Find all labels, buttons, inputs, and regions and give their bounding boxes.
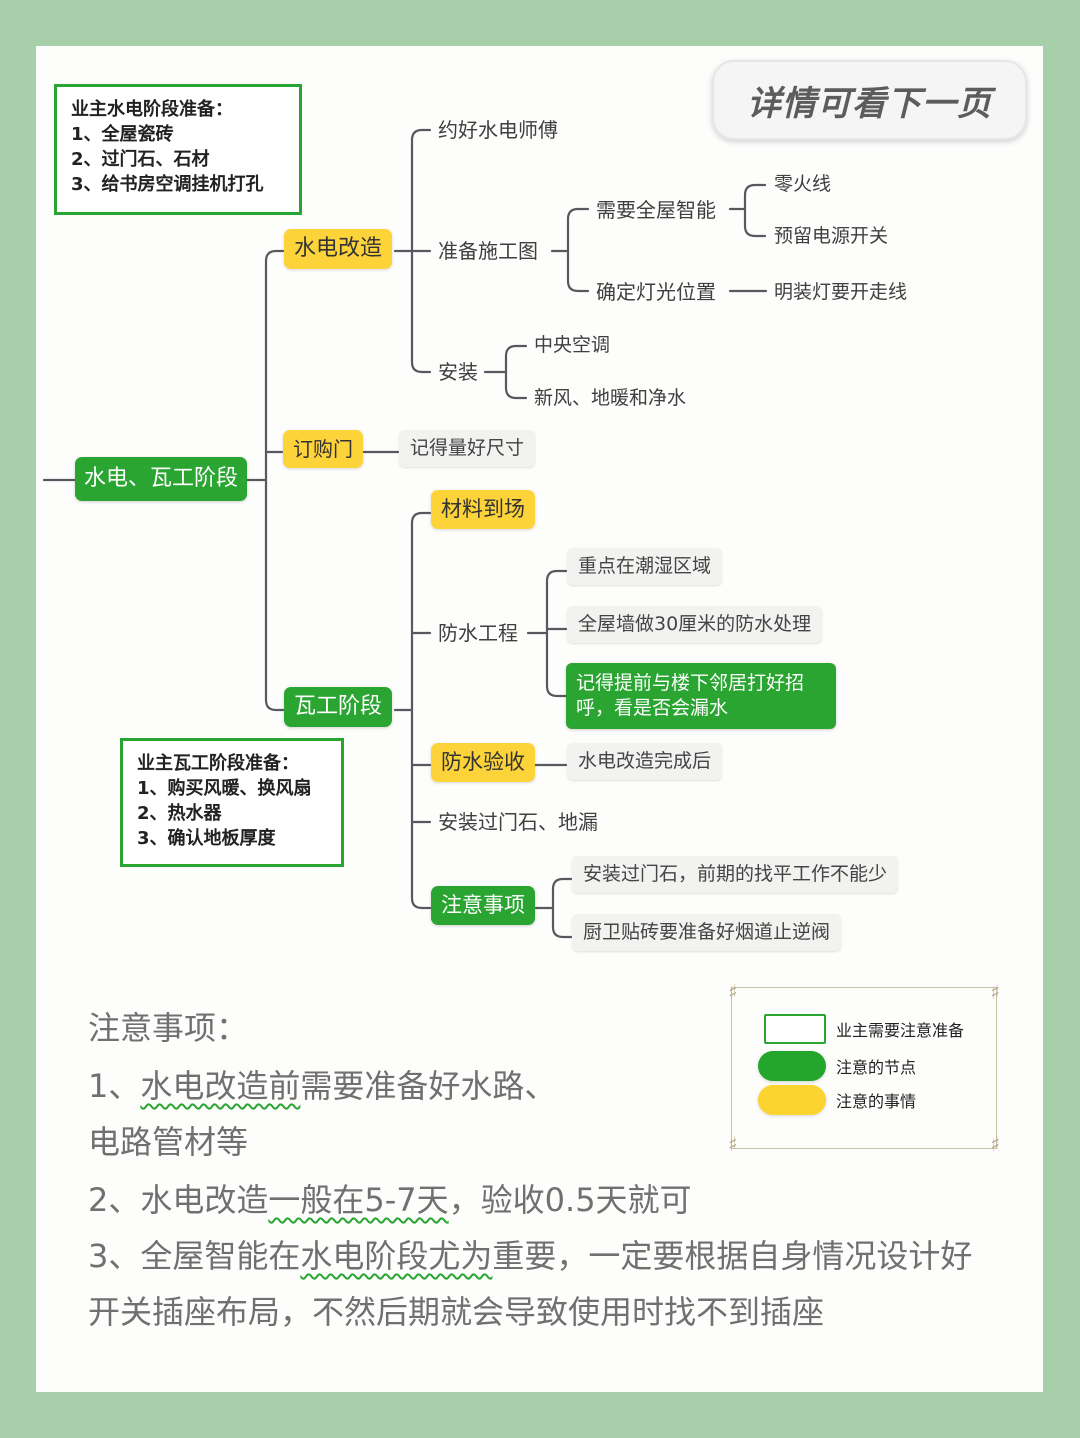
legend-swatch-owner [764, 1014, 826, 1044]
notes-line-1: 1、水电改造前需要准备好水路、 [88, 1070, 556, 1102]
node-wp-neighbor: 记得提前与楼下邻居打好招呼，看是否会漏水 [566, 663, 836, 729]
owner-prep-tiling-box: 业主瓦工阶段准备： 1、购买风暖、换风扇 2、热水器 3、确认地板厚度 [120, 738, 344, 867]
owner-prep-plumbing-title: 业主水电阶段准备： [71, 99, 233, 120]
notes-line-2: 电路管材等 [88, 1123, 249, 1161]
node-notes: 注意事项 [431, 886, 535, 925]
node-note-2: 厨卫贴砖要准备好烟道止逆阀 [572, 914, 842, 951]
node-light-position: 确定灯光位置 [596, 280, 716, 304]
legend-swatch-matter [758, 1085, 826, 1115]
node-wp-focus: 重点在潮湿区域 [567, 548, 723, 585]
legend-label-matter: 注意的事情 [836, 1092, 917, 1111]
node-doors: 订购门 [283, 430, 363, 468]
notes-line-1-highlight: 水电改造前 [140, 1067, 301, 1105]
owner-prep-tiling-item: 2、热水器 [137, 803, 222, 824]
node-measure: 记得量好尺寸 [399, 430, 536, 467]
notes-line-3-pre: 2、水电改造 [88, 1181, 269, 1219]
root-node: 水电、瓦工阶段 [75, 457, 248, 501]
node-wp-accept: 防水验收 [431, 743, 535, 782]
node-install: 安装 [438, 360, 478, 384]
node-tiling: 瓦工阶段 [284, 687, 393, 727]
legend-row-owner: 业主需要注意准备 [758, 1014, 964, 1044]
notes-line-3-post: ，验收0.5天就可 [448, 1181, 692, 1219]
content-card [36, 46, 1043, 1392]
notes-line-3-highlight: 一般在5-7天 [268, 1181, 449, 1219]
owner-prep-plumbing-box: 业主水电阶段准备： 1、全屋瓷砖 2、过门石、石材 3、给书房空调挂机打孔 [54, 84, 302, 215]
legend-corner-ornament: ♯ [990, 1132, 1000, 1156]
owner-prep-plumbing-item: 2、过门石、石材 [71, 149, 210, 170]
notes-line-4: 3、全屋智能在水电阶段尤为重要，一定要根据自身情况设计好 [88, 1240, 972, 1272]
node-live-neutral: 零火线 [774, 173, 832, 195]
notes-line-1-post: 需要准备好水路、 [300, 1067, 557, 1105]
notes-line-4-highlight: 水电阶段尤为 [300, 1237, 493, 1275]
legend-label-node: 注意的节点 [836, 1058, 917, 1077]
owner-prep-tiling-item: 3、确认地板厚度 [137, 828, 276, 849]
owner-prep-tiling-title: 业主瓦工阶段准备： [137, 753, 299, 774]
node-surface-light: 明装灯要开走线 [774, 281, 908, 303]
owner-prep-plumbing-item: 3、给书房空调挂机打孔 [71, 174, 264, 195]
notes-line-4-pre: 3、全屋智能在 [88, 1237, 301, 1275]
node-waterproof: 防水工程 [438, 621, 518, 645]
notes-line-1-pre: 1、 [88, 1067, 141, 1105]
legend-corner-ornament: ♯ [990, 980, 1000, 1004]
node-plumbing: 水电改造 [284, 229, 393, 269]
node-materials: 材料到场 [431, 490, 535, 529]
node-central-ac: 中央空调 [534, 334, 611, 356]
node-threshold: 安装过门石、地漏 [438, 810, 598, 834]
see-next-page-badge: 详情可看下一页 [712, 60, 1027, 140]
node-wp-after: 水电改造完成后 [567, 743, 723, 780]
legend: ♯ ♯ ♯ ♯ 业主需要注意准备 注意的节点 注意的事情 [728, 982, 1000, 1154]
legend-corner-ornament: ♯ [728, 1132, 738, 1156]
legend-corner-ornament: ♯ [728, 980, 738, 1004]
node-wp-wall: 全屋墙做30厘米的防水处理 [567, 606, 823, 643]
node-book-master: 约好水电师傅 [438, 118, 558, 142]
notes-title: 注意事项： [88, 1009, 249, 1047]
notes-line-4-post: 重要，一定要根据自身情况设计好 [492, 1237, 973, 1275]
legend-label-owner: 业主需要注意准备 [836, 1021, 965, 1040]
node-reserve-switch: 预留电源开关 [774, 225, 889, 247]
owner-prep-plumbing-item: 1、全屋瓷砖 [71, 124, 174, 145]
node-note-1: 安装过门石，前期的找平工作不能少 [572, 856, 899, 893]
legend-row-matter: 注意的事情 [758, 1085, 916, 1115]
node-prepare-drawing: 准备施工图 [438, 239, 538, 263]
node-fresh-air: 新风、地暖和净水 [534, 387, 687, 409]
legend-swatch-node [758, 1051, 826, 1081]
notes-line-5: 开关插座布局，不然后期就会导致使用时找不到插座 [88, 1293, 825, 1331]
node-smart-home: 需要全屋智能 [596, 198, 716, 222]
owner-prep-tiling-item: 1、购买风暖、换风扇 [137, 778, 312, 799]
notes-line-3: 2、水电改造一般在5-7天，验收0.5天就可 [88, 1184, 692, 1216]
legend-row-node: 注意的节点 [758, 1051, 916, 1081]
